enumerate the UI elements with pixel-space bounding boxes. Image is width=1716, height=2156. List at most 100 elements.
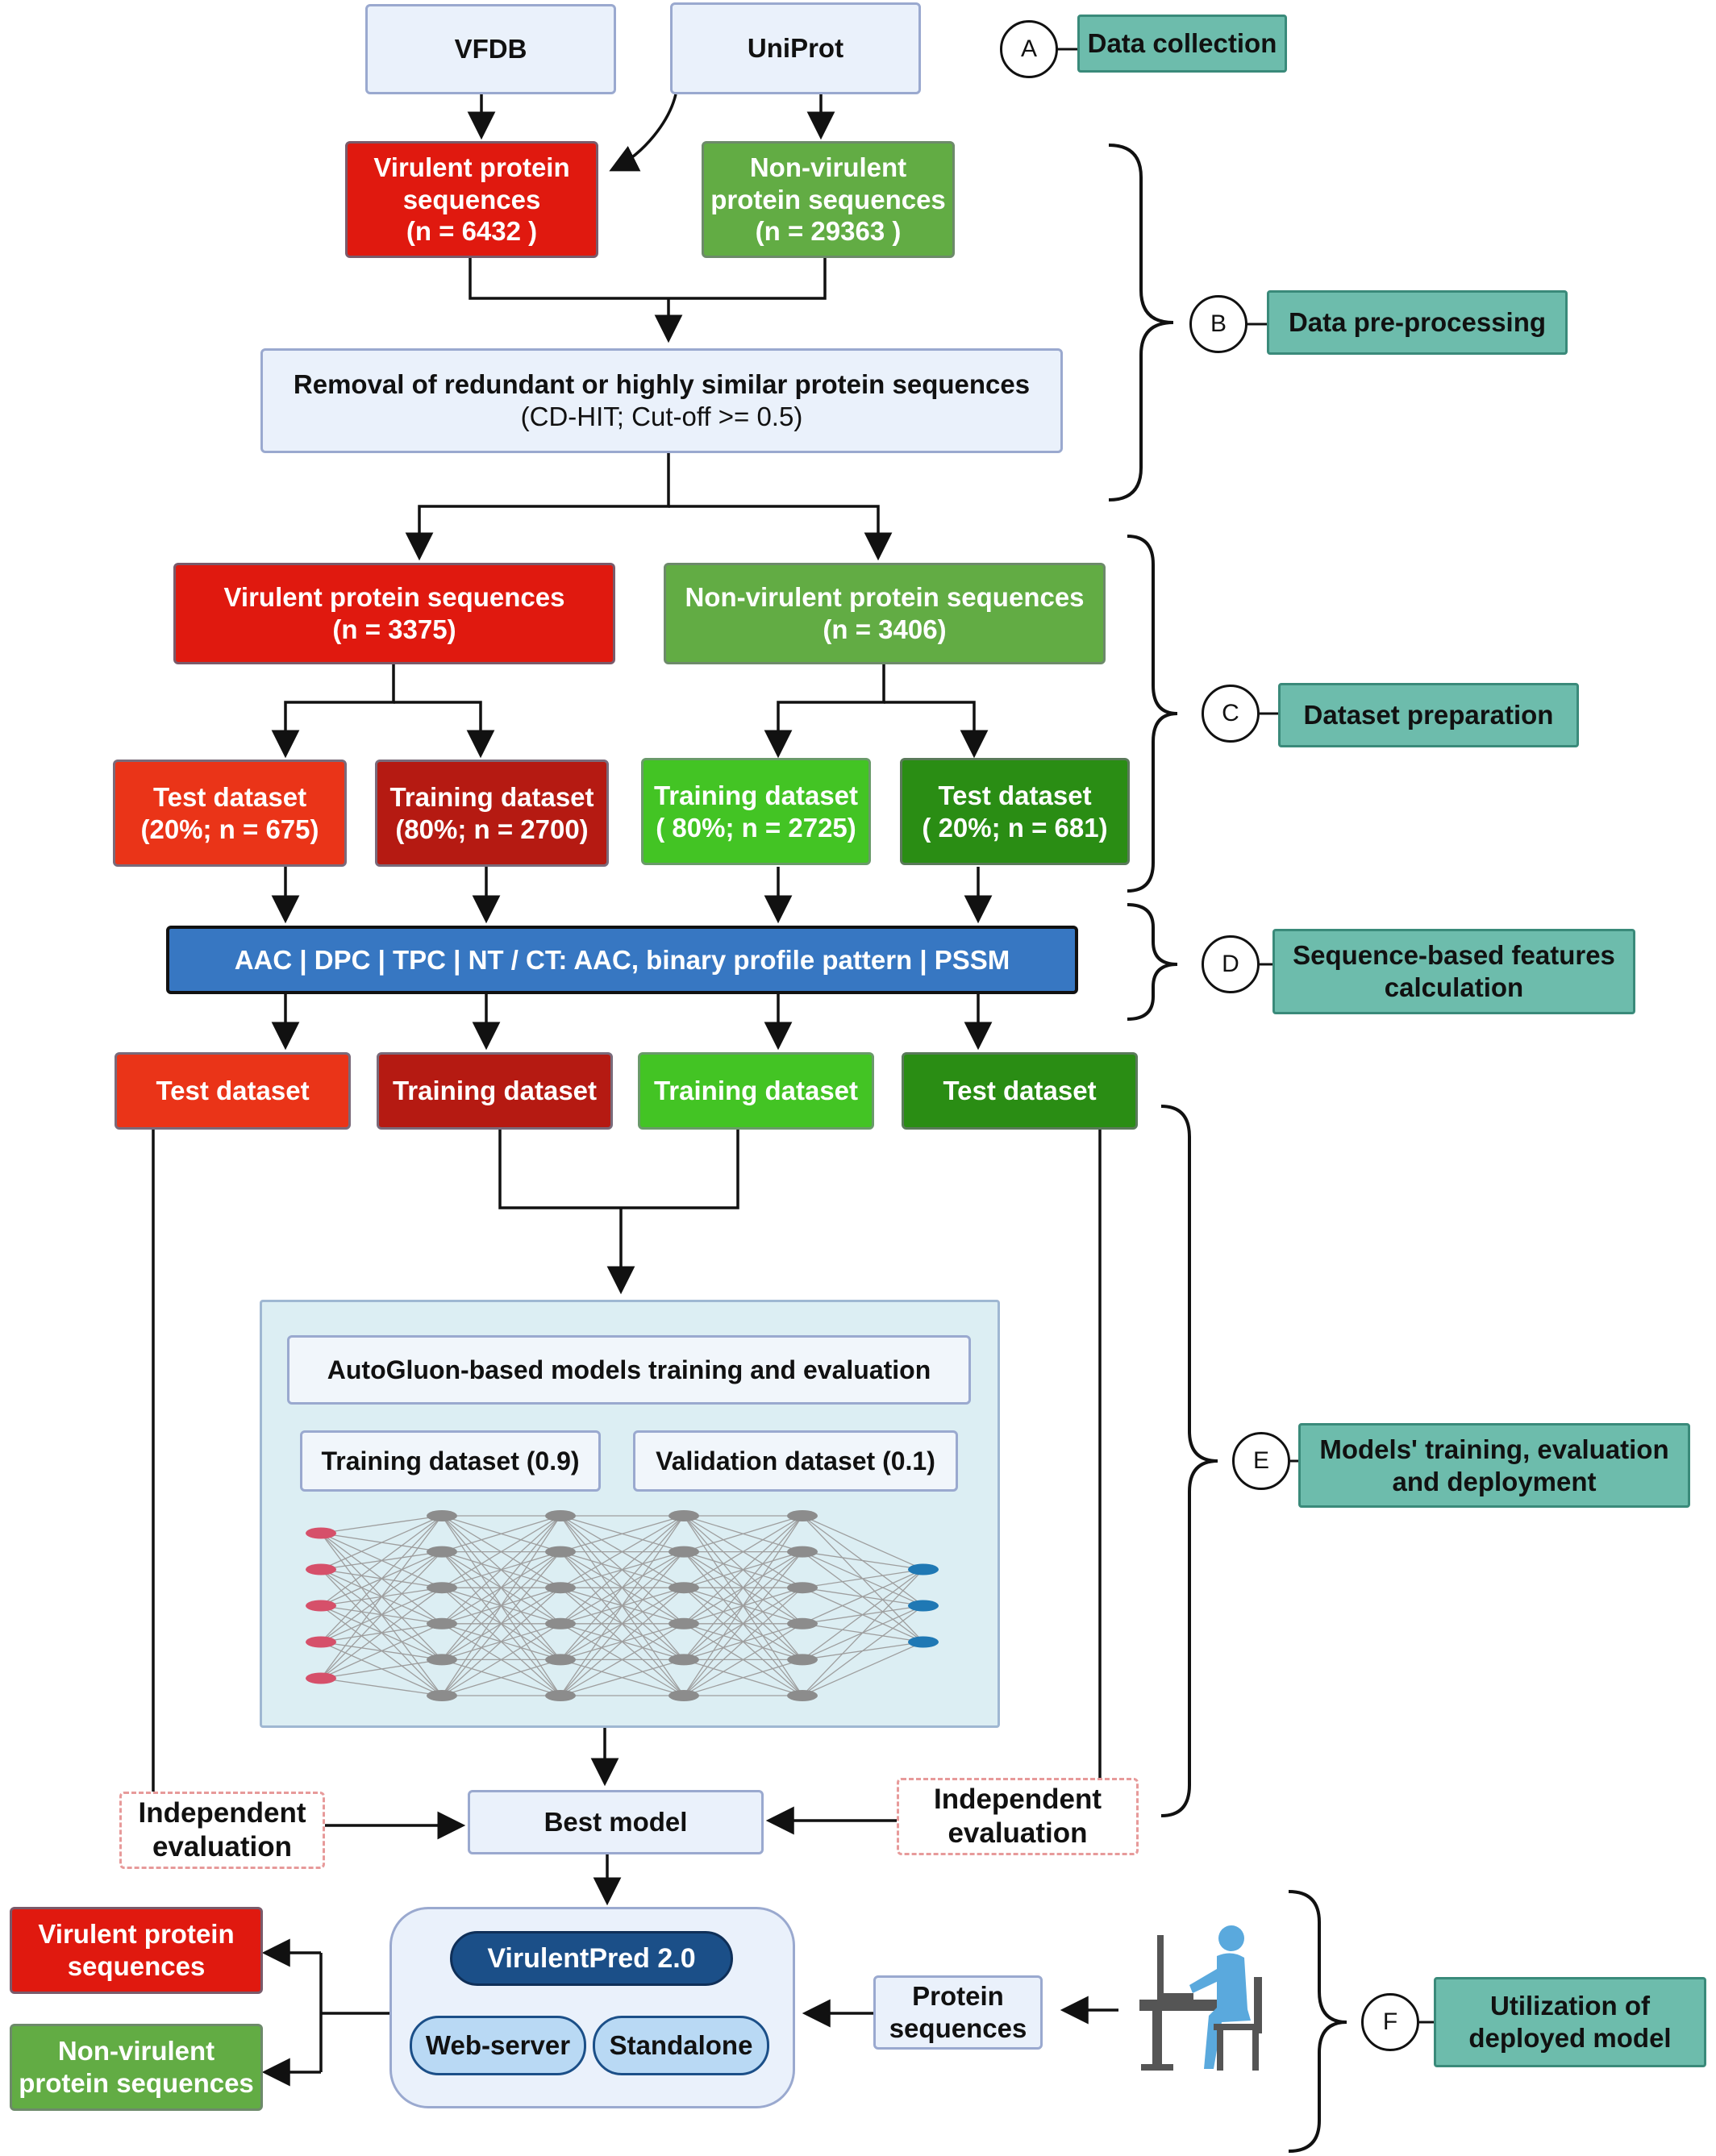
nonvirulent-train-split-line1: Training dataset [653, 780, 859, 810]
nn-edge [802, 1515, 924, 1571]
nn-hidden-node [427, 1654, 457, 1666]
standalone-option[interactable]: Standalone [593, 2016, 769, 2075]
nn-edge [441, 1515, 561, 1660]
independent-evaluation-right: Independent evaluation [897, 1778, 1139, 1855]
nonvirulent-test-split-line1: Test dataset [938, 780, 1092, 810]
vfdb-box: VFDB [365, 4, 616, 94]
virulent-test-label: Test dataset [156, 1076, 310, 1106]
virulent-test-split-box: Test dataset (20%; n = 675) [113, 760, 347, 867]
stage-c-marker: C [1202, 685, 1260, 743]
virulent-test-split-line2: (20%; n = 675) [140, 814, 319, 844]
nn-edge [560, 1515, 685, 1696]
nn-hidden-node [545, 1690, 576, 1701]
nn-hidden-node [668, 1582, 699, 1594]
virulentpred-label: VirulentPred 2.0 [487, 1942, 696, 1974]
nn-edge [802, 1568, 924, 1588]
protein-input-line2: sequences [889, 2013, 1027, 2043]
virulent-raw-line1: Virulent protein [373, 152, 570, 183]
nn-hidden-node [545, 1510, 576, 1521]
uniprot-label: UniProt [747, 33, 844, 64]
nn-edge [320, 1659, 443, 1679]
nn-edge [560, 1515, 685, 1588]
output-virulent-line1: Virulent protein [38, 1919, 235, 1950]
training-split-box: Training dataset (0.9) [300, 1430, 601, 1492]
nn-input-node [306, 1636, 336, 1648]
stage-d-label: Sequence-based features calculation [1272, 929, 1635, 1014]
web-server-label: Web-server [425, 2030, 571, 2061]
nn-edge [683, 1551, 803, 1696]
virulent-train-split-line2: (80%; n = 2700) [395, 814, 589, 844]
nn-hidden-node [668, 1617, 699, 1629]
stage-d-letter: D [1222, 951, 1239, 977]
nn-hidden-node [668, 1654, 699, 1666]
nn-hidden-node [787, 1654, 818, 1666]
nn-hidden-node [545, 1546, 576, 1558]
nn-hidden-node [668, 1690, 699, 1701]
virulent-training-label: Training dataset [392, 1076, 598, 1106]
nn-edge [320, 1515, 443, 1679]
nn-edge [683, 1515, 803, 1625]
nn-output-node [908, 1563, 939, 1575]
stage-e-text-2: and deployment [1392, 1466, 1597, 1496]
nn-edge [441, 1515, 561, 1625]
output-nonvirulent-line1: Non-virulent [57, 2036, 215, 2067]
nn-edge [560, 1659, 685, 1696]
nn-edge [320, 1515, 443, 1571]
virulent-raw-line2: sequences [402, 184, 541, 214]
nn-hidden-node [787, 1546, 818, 1558]
stage-f-text-1: Utilization of [1490, 1991, 1650, 2021]
nn-edge [320, 1551, 443, 1679]
virulent-train-split-box: Training dataset (80%; n = 2700) [375, 760, 609, 867]
stage-c-label: Dataset preparation [1278, 683, 1579, 747]
nn-hidden-node [668, 1510, 699, 1521]
nn-edge [560, 1515, 685, 1553]
output-nonvirulent-line2: protein sequences [19, 2068, 254, 2098]
vfdb-label: VFDB [454, 34, 527, 65]
nn-edge [441, 1515, 561, 1588]
validation-split-box: Validation dataset (0.1) [633, 1430, 958, 1492]
nn-edge [560, 1515, 685, 1625]
nonvirulent-raw-box: Non-virulent protein sequences (n = 2936… [702, 141, 955, 258]
nn-hidden-node [787, 1510, 818, 1521]
nn-edge [560, 1515, 685, 1660]
nn-hidden-node [545, 1617, 576, 1629]
stage-b-label: Data pre-processing [1267, 290, 1568, 355]
nn-edge [560, 1623, 685, 1696]
independent-evaluation-left: Independent evaluation [119, 1792, 325, 1869]
removal-box: Removal of redundant or highly similar p… [260, 348, 1063, 453]
nn-edge [802, 1568, 924, 1660]
web-server-option[interactable]: Web-server [410, 2016, 586, 2075]
stage-d-text-2: calculation [1384, 972, 1524, 1002]
nn-input-node [306, 1563, 336, 1575]
nonvirulent-test-split-box: Test dataset ( 20%; n = 681) [900, 758, 1130, 865]
stage-c-letter: C [1222, 700, 1239, 726]
stage-e-label: Models' training, evaluation and deploym… [1298, 1423, 1690, 1508]
stage-e-text-1: Models' training, evaluation [1319, 1434, 1669, 1464]
virulent-train-split-line1: Training dataset [389, 781, 594, 812]
stage-d-marker: D [1202, 935, 1260, 993]
nn-edge [320, 1677, 443, 1696]
nonvirulent-train-split-line2: ( 80%; n = 2725) [656, 812, 856, 843]
indep-right-line2: evaluation [948, 1817, 1088, 1849]
indep-left-line1: Independent [138, 1797, 306, 1829]
removal-subtitle: (CD-HIT; Cut-off >= 0.5) [520, 402, 803, 431]
stage-a-label: Data collection [1077, 15, 1287, 73]
virulent-clean-box: Virulent protein sequences (n = 3375) [173, 563, 615, 664]
nn-hidden-node [427, 1690, 457, 1701]
stage-f-marker: F [1361, 1993, 1419, 2051]
nn-hidden-node [545, 1582, 576, 1594]
virulent-training-dataset: Training dataset [377, 1052, 613, 1130]
person-at-computer-icon [1139, 1925, 1262, 2071]
indep-left-line2: evaluation [152, 1831, 293, 1863]
stage-b-marker: B [1189, 295, 1247, 353]
stage-e-letter: E [1252, 1447, 1269, 1474]
nonvirulent-training-label: Training dataset [653, 1076, 859, 1106]
stage-b-letter: B [1210, 310, 1227, 337]
stage-c-text: Dataset preparation [1303, 700, 1554, 730]
nonvirulent-test-label: Test dataset [943, 1076, 1097, 1106]
nn-hidden-node [427, 1510, 457, 1521]
nn-hidden-node [668, 1546, 699, 1558]
stage-f-text-2: deployed model [1468, 2023, 1672, 2053]
